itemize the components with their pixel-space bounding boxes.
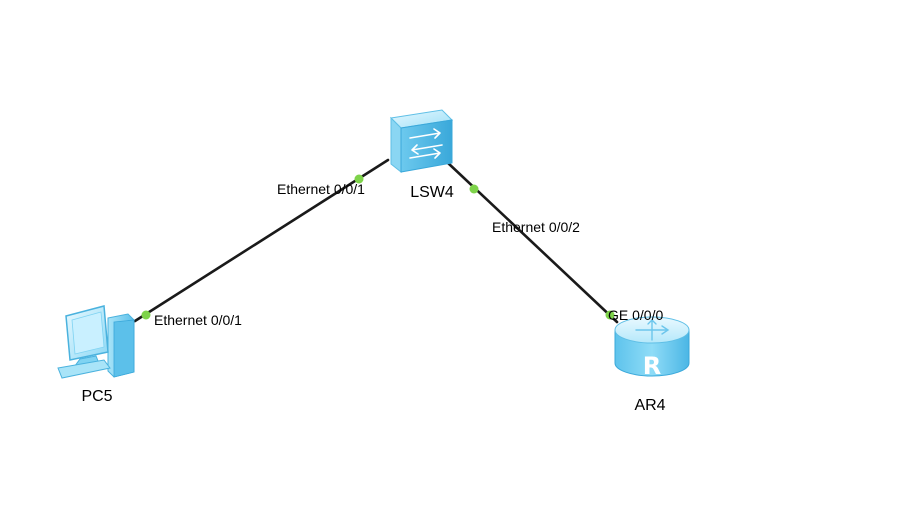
device-label-ar4: AR4 [634, 397, 665, 414]
router-icon[interactable]: R [614, 316, 690, 380]
port-indicator-lsw4-eth002 [469, 184, 479, 194]
port-label-pc5-eth001: Ethernet 0/0/1 [154, 312, 242, 328]
device-label-pc5: PC5 [81, 388, 112, 405]
port-indicator-lsw4-eth001 [354, 174, 364, 184]
port-label-ar4-ge000: GE 0/0/0 [608, 307, 663, 323]
port-indicator-pc5-eth001 [141, 310, 151, 320]
link-pc5-lsw4[interactable] [133, 158, 390, 323]
switch-icon[interactable] [389, 109, 454, 174]
port-indicator-ar4-ge000 [605, 310, 615, 320]
device-label-lsw4: LSW4 [410, 184, 454, 201]
pc-icon[interactable] [57, 305, 135, 379]
port-label-lsw4-eth001: Ethernet 0/0/1 [277, 181, 365, 197]
router-glyph: R [643, 352, 661, 380]
port-label-lsw4-eth002: Ethernet 0/0/2 [492, 219, 580, 235]
